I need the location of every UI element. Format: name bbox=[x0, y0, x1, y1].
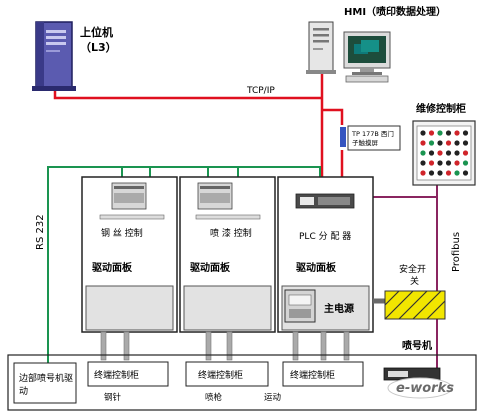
terminal-cabinet-3: 终端控制柜 bbox=[282, 361, 364, 387]
tcpip-network bbox=[53, 72, 344, 190]
edge-driver-label: 边部喷号机驱 动 bbox=[19, 372, 76, 397]
drive-panel-label-3: 驱动面板 bbox=[296, 261, 337, 274]
indicator-light bbox=[454, 150, 460, 156]
maintenance-cabinet-label: 维修控制柜 bbox=[416, 102, 466, 115]
terminal-cabinet-2: 终端控制柜 bbox=[185, 361, 269, 387]
marking-machine-label: 喷号机 bbox=[402, 339, 432, 352]
terminal-cabinet-label-1: 终端控制柜 bbox=[94, 369, 139, 381]
tp-link-line bbox=[322, 108, 344, 125]
indicator-light bbox=[428, 150, 435, 156]
motion-label: 运动 bbox=[264, 392, 282, 403]
indicator-light bbox=[445, 140, 452, 146]
indicator-light bbox=[462, 150, 469, 156]
indicator-light bbox=[420, 150, 426, 156]
needle-label: 钢针 bbox=[104, 392, 122, 403]
indicator-light bbox=[462, 160, 469, 166]
tcpip-label: TCP/IP bbox=[246, 86, 275, 96]
watermark-text: e-works bbox=[396, 381, 454, 396]
drive-cabinet-2: 喷 漆 控制 驱动面板 bbox=[179, 176, 276, 333]
rs232-label: RS 232 bbox=[35, 214, 46, 250]
spray-control-label: 喷 漆 控制 bbox=[210, 227, 252, 239]
power-meter-icon bbox=[284, 289, 316, 323]
plc-label: PLC 分 配 器 bbox=[299, 231, 351, 242]
nozzle-label: 喷枪 bbox=[205, 392, 223, 403]
drive-panel-label-1: 驱动面板 bbox=[92, 261, 133, 274]
indicator-light bbox=[437, 150, 443, 156]
terminal-cabinet-label-2: 终端控制柜 bbox=[198, 369, 243, 381]
indicator-light bbox=[437, 130, 443, 136]
terminal-cabinet-label-3: 终端控制柜 bbox=[290, 369, 335, 381]
drive-panel-label-2: 驱动面板 bbox=[190, 261, 231, 274]
safety-switch-box bbox=[384, 290, 446, 320]
indicator-light bbox=[445, 130, 452, 136]
drive-cabinet-3: PLC 分 配 器 驱动面板 主电源 bbox=[277, 176, 374, 333]
tp177b-panel: TP 177B 西门 子触摸屏 bbox=[340, 125, 401, 151]
profibus-label: Profibus bbox=[451, 232, 462, 272]
indicator-light bbox=[437, 140, 443, 146]
indicator-light bbox=[428, 140, 435, 146]
indicator-light bbox=[454, 130, 460, 136]
marking-machine-frame bbox=[7, 354, 477, 411]
indicator-light bbox=[445, 160, 452, 166]
indicator-light bbox=[437, 160, 443, 166]
tcpip-line bbox=[53, 90, 322, 100]
indicator-light bbox=[420, 130, 426, 136]
indicator-light bbox=[462, 130, 469, 136]
indicator-light bbox=[428, 170, 435, 176]
indicator-light bbox=[420, 160, 426, 166]
upper-computer-label: 上位机 bbox=[80, 25, 113, 39]
eworks-logo: e-works bbox=[387, 377, 454, 399]
steel-control-label: 钢 丝 控制 bbox=[101, 227, 143, 239]
maintenance-cabinet-icon bbox=[412, 120, 476, 186]
indicator-light bbox=[462, 140, 469, 146]
cabinet-cables bbox=[100, 331, 350, 361]
profibus-line-2 bbox=[436, 197, 440, 378]
hmi-label: HMI（喷印数据处理） bbox=[344, 5, 446, 18]
indicator-light bbox=[420, 170, 426, 176]
safety-switch-label: 安全开 关 bbox=[399, 263, 429, 287]
indicator-light bbox=[454, 160, 460, 166]
edge-driver-box: 边部喷号机驱 动 bbox=[13, 362, 77, 404]
tp177b-label: TP 177B 西门 子触摸屏 bbox=[351, 129, 396, 147]
indicator-light bbox=[437, 170, 443, 176]
terminal-cabinet-1: 终端控制柜 bbox=[87, 361, 169, 387]
l3-label: （L3） bbox=[80, 41, 117, 54]
drive-cabinet-1: 钢 丝 控制 驱动面板 bbox=[81, 176, 178, 333]
upper-computer-tower-icon bbox=[32, 21, 76, 91]
hmi-monitor-icon bbox=[343, 31, 391, 83]
hmi-tower-icon bbox=[306, 21, 336, 74]
indicator-light bbox=[420, 140, 426, 146]
indicator-light bbox=[428, 130, 435, 136]
main-power-label: 主电源 bbox=[324, 302, 354, 315]
indicator-light bbox=[428, 160, 435, 166]
indicator-light bbox=[454, 170, 460, 176]
indicator-light bbox=[462, 170, 469, 176]
indicator-light bbox=[445, 150, 452, 156]
indicator-light bbox=[445, 170, 452, 176]
indicator-light bbox=[454, 140, 460, 146]
